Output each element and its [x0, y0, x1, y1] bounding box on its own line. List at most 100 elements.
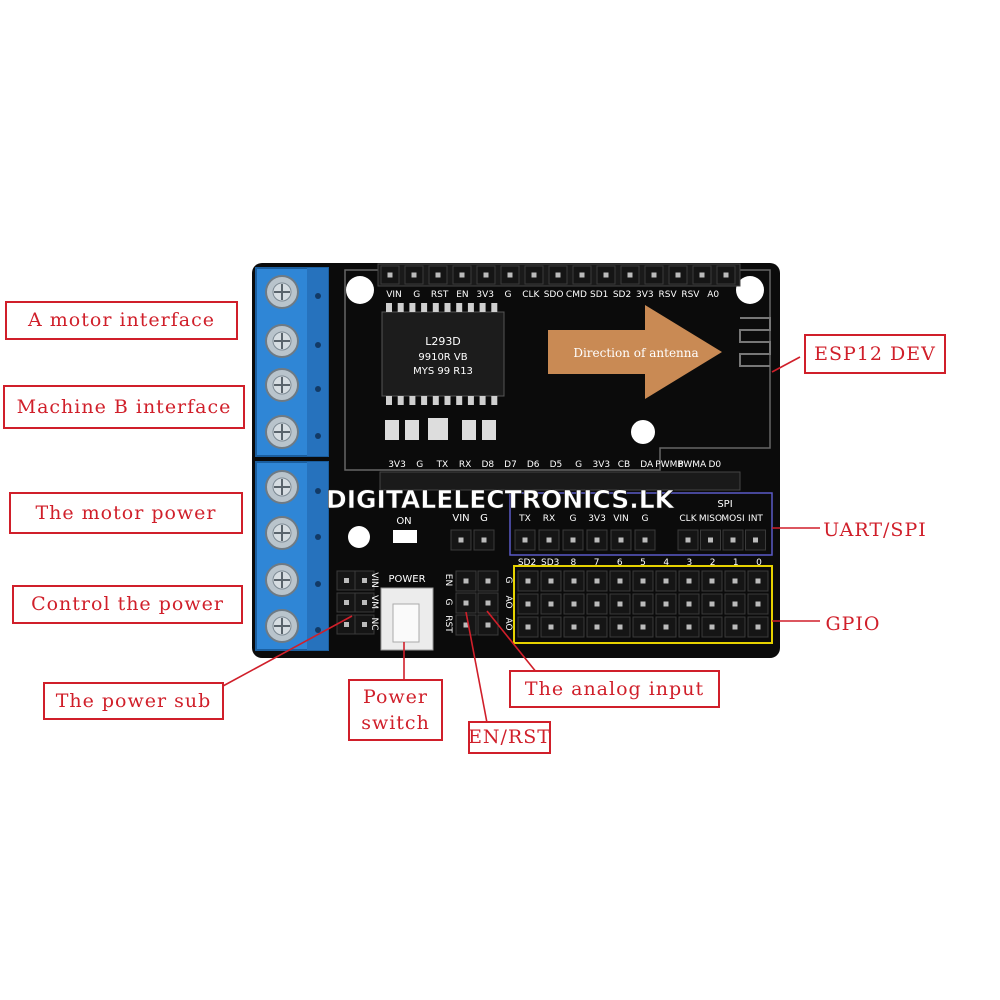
callout-leader-lines	[222, 356, 820, 729]
pin-tip	[458, 537, 464, 543]
pin-tip	[603, 272, 609, 278]
pin-tip	[732, 578, 738, 584]
chip-mark: 9910R VB	[418, 352, 467, 363]
antenna-trace	[739, 317, 771, 367]
pin-tip	[362, 578, 367, 583]
silkscreen-label: INT	[748, 514, 763, 524]
silkscreen-label: CLK	[679, 514, 697, 524]
pin-tip	[642, 537, 648, 543]
silkscreen-label: 7	[594, 558, 600, 568]
uart-spi-highlight-box	[509, 492, 773, 556]
silkscreen-label: 4	[663, 558, 669, 568]
smd-component	[385, 420, 399, 440]
silkscreen-label: PWMA	[678, 460, 707, 470]
silkscreen-label: D5	[550, 460, 563, 470]
silkscreen-label: RSV	[659, 290, 678, 300]
chip-pin	[467, 396, 474, 405]
pin-tip	[507, 272, 513, 278]
pin-tip	[651, 272, 657, 278]
silkscreen-label: SDO	[544, 290, 564, 300]
pin-tip	[344, 622, 349, 627]
pin-tip	[579, 272, 585, 278]
mounting-hole	[348, 526, 370, 548]
smd-component	[462, 420, 476, 440]
chip-pin	[479, 396, 486, 405]
silkscreen-label: CB	[618, 460, 630, 470]
callout-gpio: GPIO	[821, 609, 885, 639]
pin-tip	[663, 624, 669, 630]
pin-tip	[663, 578, 669, 584]
pin-tip	[723, 272, 729, 278]
silkscreen-label: D7	[504, 460, 517, 470]
silkscreen-label: TX	[436, 460, 449, 470]
pin-tip	[548, 578, 554, 584]
mounting-hole	[631, 420, 655, 444]
silkscreen-label: 3V3	[476, 290, 494, 300]
pin-tip	[362, 622, 367, 627]
silkscreen-label: 3V3	[388, 460, 406, 470]
chip-pin	[432, 396, 439, 405]
callout-a-motor-interface: A motor interface	[5, 301, 238, 340]
pin-tip	[699, 272, 705, 278]
callout-analog-input: The analog input	[509, 670, 720, 708]
silkscreen-label: G	[413, 290, 420, 300]
mid-pin-header	[379, 471, 741, 491]
silkscreen-label: RX	[459, 460, 471, 470]
silkscreen-label: D8	[481, 460, 494, 470]
pin-tip	[594, 624, 600, 630]
pin-tip	[617, 601, 623, 607]
silkscreen-label: VIN	[369, 572, 379, 588]
pin-tip	[546, 537, 552, 543]
pin-tip	[627, 272, 633, 278]
silkscreen-label: 0	[756, 558, 762, 568]
pin-tip	[525, 624, 531, 630]
pin-tip	[753, 537, 758, 543]
silkscreen-label: SD2	[613, 290, 631, 300]
silkscreen-label: G	[642, 514, 649, 524]
pin-tip	[459, 272, 465, 278]
silkscreen-label: RSV	[681, 290, 700, 300]
g-label: G	[480, 513, 488, 524]
pin-tip	[640, 578, 646, 584]
pin-tip	[755, 624, 761, 630]
terminal-wire-hole	[315, 627, 321, 633]
terminal-wire-hole	[315, 386, 321, 392]
leader-en-rst	[465, 611, 489, 729]
chip-pin	[444, 396, 451, 405]
power-switch-knob	[392, 603, 420, 643]
silkscreen-label: TX	[518, 514, 531, 524]
silkscreen-label: A0	[707, 290, 719, 300]
chip-pin	[456, 396, 463, 405]
pin-tip	[686, 601, 692, 607]
pin-tip	[732, 624, 738, 630]
silkscreen-label: DA	[640, 460, 654, 470]
pin-tip	[686, 624, 692, 630]
on-led-label: ON	[396, 516, 411, 527]
pin-tip	[483, 272, 489, 278]
callout-control-power: Control the power	[12, 585, 243, 624]
silkscreen-label: VIN	[613, 514, 629, 524]
silkscreen-label: VIN	[386, 290, 402, 300]
pin-tip	[485, 600, 491, 606]
pin-tip	[709, 601, 715, 607]
chip-pin	[491, 396, 498, 405]
smd-component	[482, 420, 496, 440]
terminal-wire-hole	[315, 293, 321, 299]
chip-pin	[444, 303, 451, 312]
pin-tip	[411, 272, 417, 278]
pin-tip	[730, 537, 736, 543]
silkscreen-label: 1	[733, 558, 739, 568]
silkscreen-label: AO	[503, 595, 513, 608]
terminal-wire-hole	[315, 534, 321, 540]
spi-title: SPI	[717, 499, 732, 510]
pin-tip	[531, 272, 537, 278]
pin-tip	[685, 537, 691, 543]
pin-tip	[485, 578, 491, 584]
callout-power-sub: The power sub	[43, 682, 224, 720]
callout-motor-power: The motor power	[9, 492, 243, 534]
silkscreen-label: RX	[543, 514, 555, 524]
chip-pin	[409, 303, 416, 312]
silkscreen-label: 3V3	[592, 460, 610, 470]
